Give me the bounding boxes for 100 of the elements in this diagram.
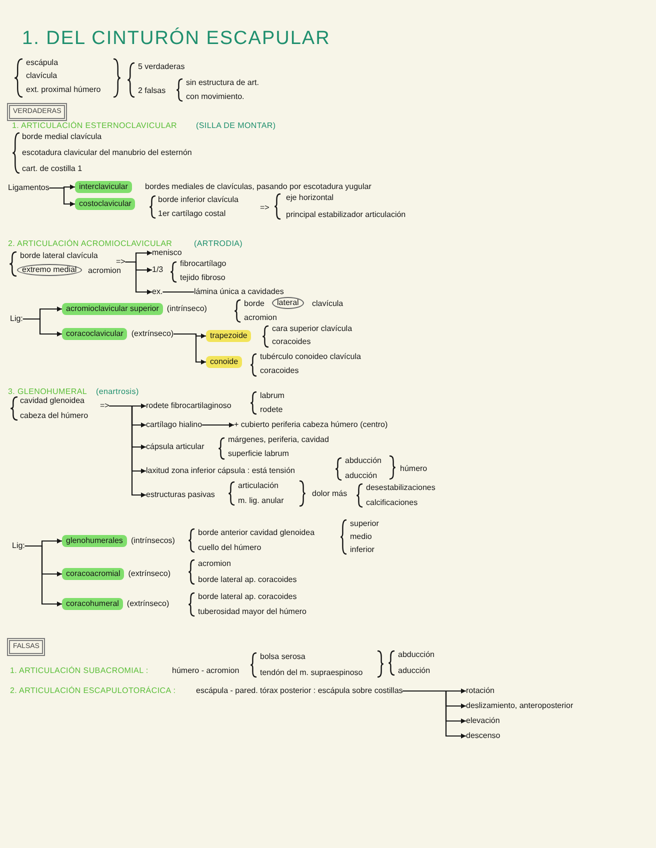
note-text: rotación: [466, 686, 494, 696]
note-text: abducción: [398, 650, 434, 660]
note-text: rodete: [260, 405, 283, 415]
note-text: bordes mediales de clavículas, pasando por escotadura yugular: [145, 182, 372, 192]
highlighted-term: trapezoide: [206, 330, 252, 342]
note-text: sin estructura de art.: [186, 78, 259, 88]
note-text: coracoides: [260, 366, 299, 376]
note-text: borde medial clavícula: [22, 132, 102, 142]
highlighted-term: acromioclavicular superior: [62, 303, 163, 315]
note-text: m. lig. anular: [238, 496, 284, 506]
note-text: húmero: [400, 464, 428, 474]
highlighted-term: coracoacromial: [62, 568, 124, 580]
note-text: + cubierto periferia cabeza húmero (centro): [234, 420, 388, 430]
note-text: escotadura clavicular del manubrio del esternón: [22, 148, 192, 158]
note-text: cara superior clavícula: [272, 324, 352, 334]
note-text: escápula: [26, 58, 58, 68]
note-text: articulación: [238, 481, 278, 491]
note-text: lámina única a cavidades: [194, 287, 284, 297]
highlighted-term: conoide: [206, 356, 242, 368]
note-text: borde lateral ap. coracoides: [198, 575, 297, 585]
section-heading: 1. ARTICULACIÓN SUBACROMIAL :: [10, 666, 148, 676]
note-text: elevación: [466, 716, 500, 726]
annotation-text: (intrínsecos): [130, 536, 175, 546]
implication-sign: =>: [116, 257, 126, 267]
note-text: márgenes, periferia, cavidad: [228, 435, 329, 445]
note-text: con movimiento.: [186, 92, 244, 102]
note-text: aducción: [398, 666, 430, 676]
section-heading: 2. ARTICULACIÓN ESCAPULOTORÁCICA :: [10, 686, 176, 696]
annotation-text: (extrínseco): [131, 329, 174, 339]
highlighted-term: coracohumeral: [62, 598, 123, 610]
note-text: eje horizontal: [286, 193, 334, 203]
note-text: laxitud zona inferior cápsula : está tensión: [146, 466, 295, 476]
section-heading: (SILLA DE MONTAR): [196, 121, 276, 131]
note-text: cuello del húmero: [198, 543, 262, 553]
arrow: [174, 333, 206, 364]
annotation-text: (extrínseco): [128, 569, 170, 579]
note-text: tendón del m. supraespinoso: [260, 668, 363, 678]
note-text: bolsa serosa: [260, 652, 306, 662]
note-text: cápsula articular: [146, 442, 204, 452]
note-text: abducción: [345, 456, 382, 466]
implication-sign: =>: [260, 203, 270, 213]
note-text: acromion: [198, 559, 231, 569]
annotation-text: (extrínseco): [126, 599, 170, 609]
note-text: menisco: [152, 248, 182, 258]
page-title: 1. DEL CINTURÓN ESCAPULAR: [22, 28, 330, 50]
section-heading: 3. GLENOHUMERAL: [8, 387, 88, 397]
connector-line: [162, 291, 194, 293]
arrow: [22, 318, 62, 336]
note-text: Lig:: [12, 541, 25, 551]
note-text: húmero - acromion: [172, 666, 240, 676]
implication-sign: =>: [100, 401, 110, 411]
circled-term: lateral: [272, 297, 304, 309]
note-text: borde lateral ap. coracoides: [198, 592, 297, 602]
note-text: estructuras pasivas: [146, 490, 215, 500]
note-text: labrum: [260, 391, 284, 401]
note-text: cartílago hialino: [146, 420, 202, 430]
note-text: 2 falsas: [138, 86, 166, 96]
note-text: clavícula: [312, 299, 344, 309]
note-text: tejido fibroso: [180, 273, 226, 283]
note-text: borde lateral clavícula: [20, 251, 98, 261]
arrow: [402, 690, 466, 738]
note-text: desestabilizaciones: [366, 483, 436, 493]
note-text: borde: [244, 299, 264, 309]
note-text: descenso: [466, 731, 500, 741]
note-text: escápula - pared. tórax posterior : escápula sobre costillas: [196, 686, 403, 696]
note-text: cavidad glenoidea: [20, 396, 84, 406]
note-text: acromion: [244, 313, 277, 323]
note-text: 1er cartílago costal: [158, 209, 226, 219]
note-text: deslizamiento, anteroposterior: [466, 701, 574, 711]
note-text: rodete fibrocartilaginoso: [146, 401, 232, 411]
note-text: acromion: [88, 266, 121, 276]
note-text: ext. proximal húmero: [26, 85, 101, 95]
note-text: tubérculo conoideo clavícula: [260, 352, 361, 362]
note-text: 5 verdaderas: [138, 62, 185, 72]
highlighted-term: coracoclavicular: [62, 328, 128, 340]
arrow: [202, 422, 234, 428]
section-heading: 1. ARTICULACIÓN ESTERNOCLAVICULAR: [12, 121, 178, 131]
note-text: superior: [350, 519, 379, 529]
note-text: calcificaciones: [366, 498, 418, 508]
note-text: coracoides: [272, 337, 311, 347]
highlighted-term: glenohumerales: [62, 535, 127, 547]
arrow: [109, 405, 146, 498]
section-heading: (ARTRODIA): [194, 239, 243, 249]
arrow: [49, 187, 75, 206]
note-text: fibrocartílago: [180, 259, 226, 269]
highlighted-term: costoclavicular: [75, 198, 136, 210]
section-heading: (enartrosis): [96, 387, 139, 397]
note-text: clavícula: [26, 71, 58, 81]
arrow: [24, 545, 62, 606]
circled-term: extremo medial: [17, 264, 82, 276]
note-text: superficie labrum: [228, 449, 289, 459]
note-text: cart. de costilla 1: [22, 164, 82, 174]
arrow: [125, 261, 152, 294]
note-text: principal estabilizador articulación: [286, 210, 406, 220]
note-text: 1/3: [152, 265, 164, 275]
note-text: cabeza del húmero: [20, 411, 88, 421]
note-text: Ligamentos: [8, 183, 50, 193]
note-text: ex.: [152, 287, 163, 297]
note-text: Lig:: [10, 314, 23, 324]
note-text: borde anterior cavidad glenoidea: [198, 528, 315, 538]
